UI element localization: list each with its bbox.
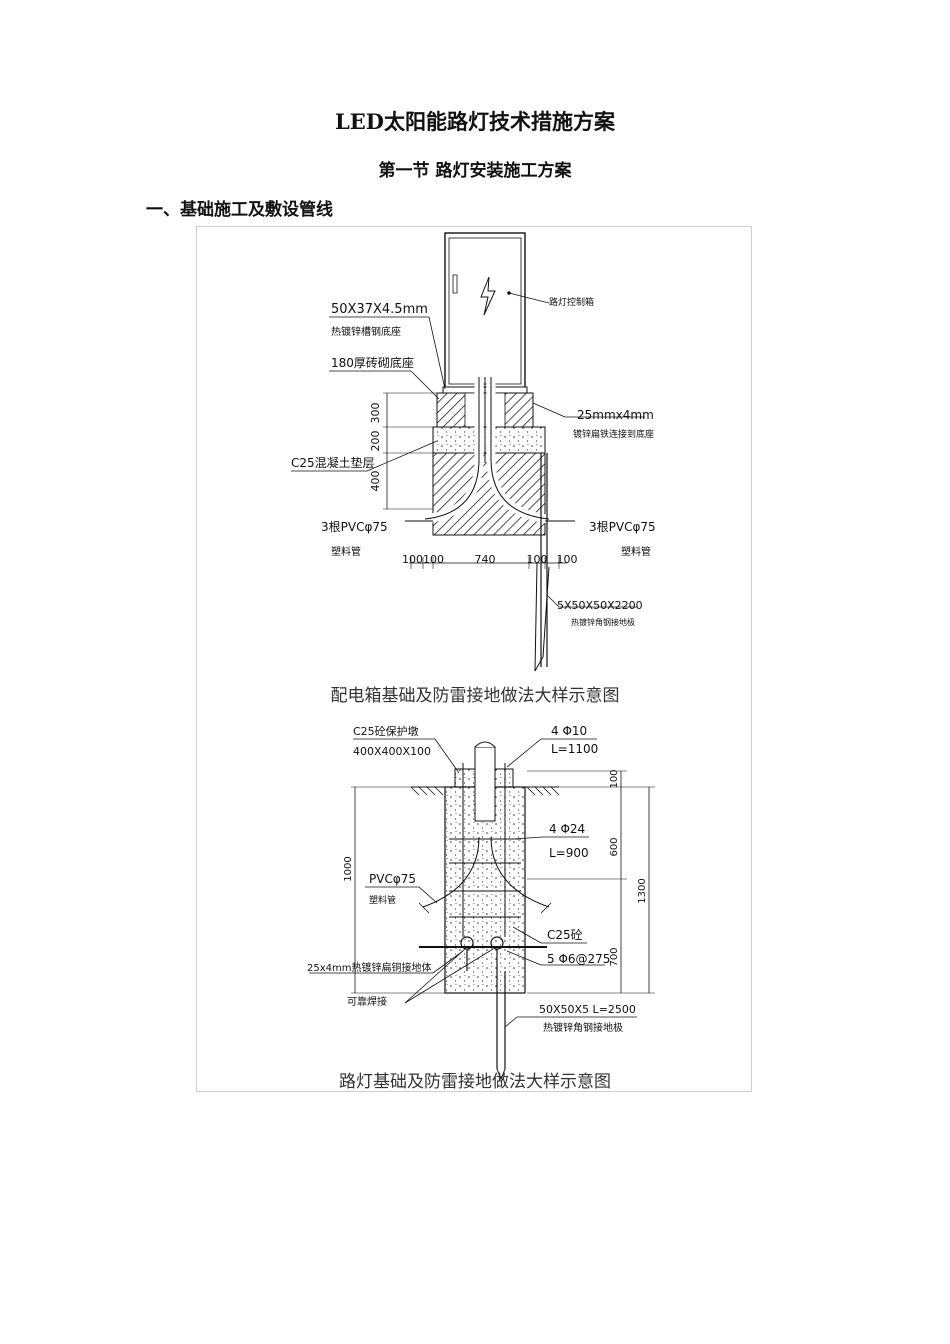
label-pvc-desc: 塑料管 — [369, 894, 396, 906]
label-pier-size: 400X400X100 — [353, 745, 431, 758]
dim-300: 300 — [369, 403, 382, 424]
label-channel-desc: 热镀锌槽钢底座 — [331, 325, 401, 338]
label-flat-steel-spec: 25mmx4mm — [577, 408, 654, 422]
label-angle-spec: 5X50X50X2200 — [557, 599, 643, 612]
section-title: 第一节 路灯安装施工方案 — [378, 161, 572, 181]
label-angle-desc: 热镀锌角钢接地极 — [571, 617, 635, 627]
document-title: LED太阳能路灯技术措施方案 — [335, 109, 615, 134]
dim-1300: 1300 — [637, 878, 648, 903]
label-stirrup: 5 Φ6@275 — [547, 952, 610, 966]
foundation-drawings: 300 200 400 100100 740 100 100 路灯控制箱 50X… — [291, 232, 656, 1092]
dim-100100: 100100 — [402, 553, 444, 566]
label-angle-spec: 50X50X5 L=2500 — [539, 1003, 636, 1016]
dim-100-b: 100 — [557, 553, 578, 566]
dim-1000: 1000 — [343, 856, 354, 881]
label-pvc: PVCφ75 — [369, 872, 416, 886]
streetlight-foundation-drawing: 100 600 700 1300 1000 C25砼保护墩 400X400X10… — [307, 724, 655, 1092]
label-pier-spec: C25砼保护墩 — [353, 724, 419, 738]
figure-frame: 300 200 400 100100 740 100 100 路灯控制箱 50X… — [196, 226, 752, 1092]
label-pvc-right-desc: 塑料管 — [621, 545, 651, 558]
label-flat-steel: 25x4mm热镀锌扁铜接地体 — [307, 961, 432, 974]
dim-100-a: 100 — [527, 553, 548, 566]
lightning-icon — [480, 276, 496, 316]
dim-600: 600 — [609, 837, 620, 856]
label-brick: 180厚砖砌底座 — [331, 355, 414, 370]
label-bolt-spec: 4 Φ10 — [551, 724, 587, 738]
label-weld: 可靠焊接 — [347, 995, 387, 1008]
caption-bottom: 路灯基础及防雷接地做法大样示意图 — [339, 1072, 611, 1092]
label-pvc-right: 3根PVCφ75 — [589, 520, 656, 534]
label-pvc-left: 3根PVCφ75 — [321, 520, 388, 534]
label-bar-length: L=900 — [549, 846, 589, 860]
dim-740: 740 — [475, 553, 496, 566]
label-concrete: C25砼 — [547, 928, 583, 942]
dim-100: 100 — [609, 769, 620, 788]
label-concrete-layer: C25混凝土垫层 — [291, 455, 375, 470]
distribution-box-drawing: 300 200 400 100100 740 100 100 路灯控制箱 50X… — [291, 232, 656, 706]
label-bolt-length: L=1100 — [551, 742, 598, 756]
label-flat-steel-desc: 镀锌扁铁连接到底座 — [573, 428, 654, 440]
dim-200: 200 — [369, 431, 382, 452]
dim-700: 700 — [609, 947, 620, 966]
lamp-pole — [474, 746, 496, 822]
label-angle-desc: 热镀锌角钢接地极 — [543, 1021, 623, 1034]
subsection-title: 一、基础施工及敷设管线 — [146, 200, 333, 220]
caption-top: 配电箱基础及防雷接地做法大样示意图 — [331, 686, 620, 706]
dim-400: 400 — [369, 471, 382, 492]
label-bar-spec: 4 Φ24 — [549, 822, 585, 836]
label-channel-spec: 50X37X4.5mm — [331, 302, 428, 317]
label-control-box: 路灯控制箱 — [549, 296, 594, 308]
label-pvc-left-desc: 塑料管 — [331, 545, 361, 558]
